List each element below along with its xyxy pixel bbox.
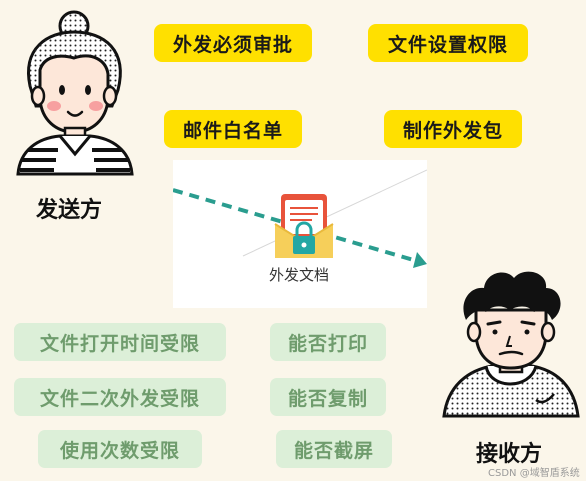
receiver-label: 接收方	[476, 442, 543, 467]
document-panel: 外发文档	[173, 160, 427, 308]
sender-label: 发送方	[36, 198, 103, 223]
receiver-control-copy: 能否复制	[270, 378, 386, 416]
receiver-control-use-count: 使用次数受限	[38, 430, 202, 468]
sender-control-approval: 外发必须审批	[154, 24, 312, 62]
receiver-control-reforward: 文件二次外发受限	[14, 378, 226, 416]
sender-control-package: 制作外发包	[384, 110, 522, 148]
document-label: 外发文档	[269, 266, 330, 284]
sender-avatar-icon	[16, 10, 134, 176]
sender-control-permissions: 文件设置权限	[368, 24, 528, 62]
receiver-control-open-time: 文件打开时间受限	[14, 323, 226, 361]
receiver-control-screenshot: 能否截屏	[276, 430, 392, 468]
watermark: CSDN @域智盾系统	[488, 468, 580, 479]
sender-control-email-whitelist: 邮件白名单	[164, 110, 302, 148]
receiver-control-print: 能否打印	[270, 323, 386, 361]
receiver-avatar-icon	[442, 271, 580, 418]
document-envelope-lock-icon	[274, 194, 334, 258]
